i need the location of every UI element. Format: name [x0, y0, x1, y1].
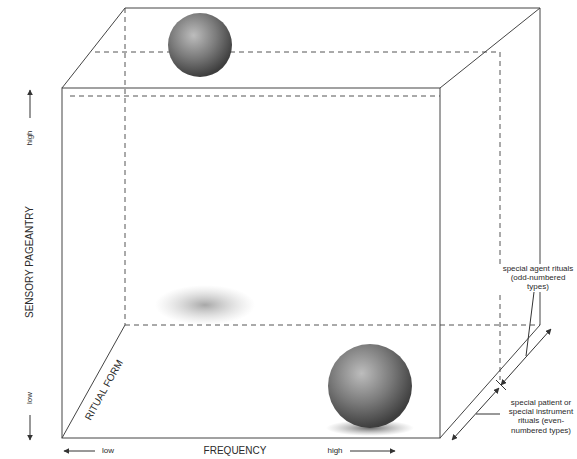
axis-tick: high — [327, 446, 342, 455]
cube-edges — [62, 8, 540, 438]
axis-tick: low — [25, 392, 34, 404]
axis-title: FREQUENCY — [204, 445, 267, 457]
bracket-label: special agent rituals (odd-numbered type… — [497, 264, 577, 292]
sphere — [328, 344, 412, 428]
bracket-label: special patient or special instrument ri… — [503, 398, 577, 435]
axis-arrows — [30, 90, 395, 451]
faint-sphere — [155, 285, 255, 325]
axis-title: SENSORY PAGEANTRY — [24, 204, 36, 320]
axis-tick: low — [102, 446, 114, 455]
hidden-edges — [70, 8, 540, 380]
axis-tick: high — [25, 130, 34, 145]
sphere — [168, 13, 232, 77]
